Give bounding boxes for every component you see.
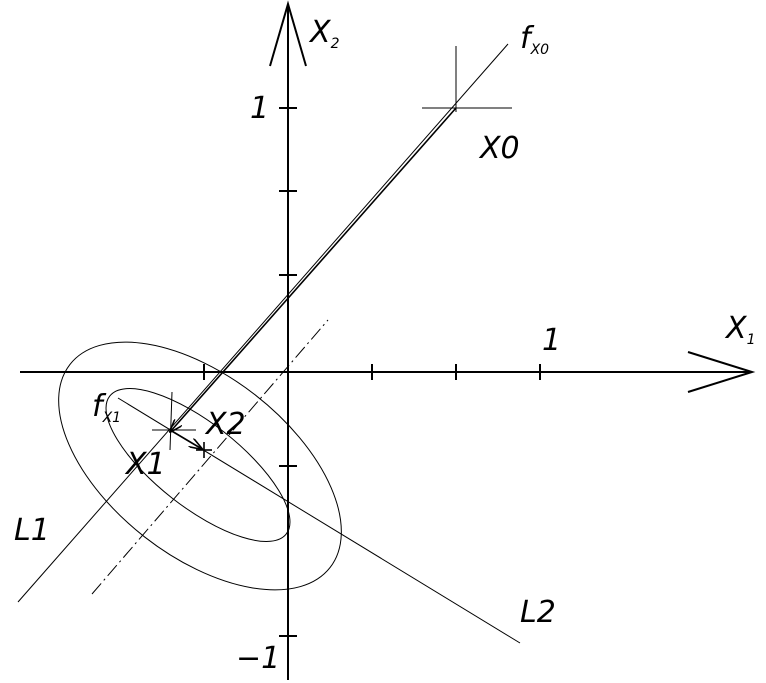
point-x0-label: X0 bbox=[478, 131, 520, 166]
level-curves bbox=[58, 341, 342, 591]
gradient-x0-label: fX0 bbox=[520, 21, 549, 58]
level-curve-inner bbox=[105, 388, 291, 542]
axes bbox=[20, 0, 756, 680]
gradient-x1-label: fX1 bbox=[92, 389, 121, 426]
step-vector-x0-to-x1 bbox=[170, 107, 457, 432]
point-x2-marker bbox=[196, 442, 212, 458]
point-x1-label: X1 bbox=[124, 447, 166, 482]
x2-axis-label: X2 bbox=[308, 15, 340, 52]
point-x2-label: X2 bbox=[204, 407, 246, 442]
search-line-l1 bbox=[17, 43, 509, 603]
x1-axis-arrow bbox=[687, 351, 756, 393]
x2-axis-arrow bbox=[269, 0, 307, 67]
level-curve-outer bbox=[58, 341, 342, 591]
point-x0-marker bbox=[422, 46, 512, 112]
x2-tick-label-negative: −1 bbox=[236, 641, 280, 676]
x1-axis-label: X1 bbox=[724, 311, 755, 348]
x1-tick-label: 1 bbox=[542, 323, 561, 358]
step-vector-x1-to-x2 bbox=[169, 429, 202, 449]
ellipse-axis-dashdot bbox=[91, 319, 329, 595]
x2-tick-label-positive: 1 bbox=[250, 91, 269, 126]
x1-cross-vertical bbox=[169, 391, 173, 451]
line-l1-label: L1 bbox=[14, 513, 50, 548]
line-l2-label: L2 bbox=[520, 595, 556, 630]
